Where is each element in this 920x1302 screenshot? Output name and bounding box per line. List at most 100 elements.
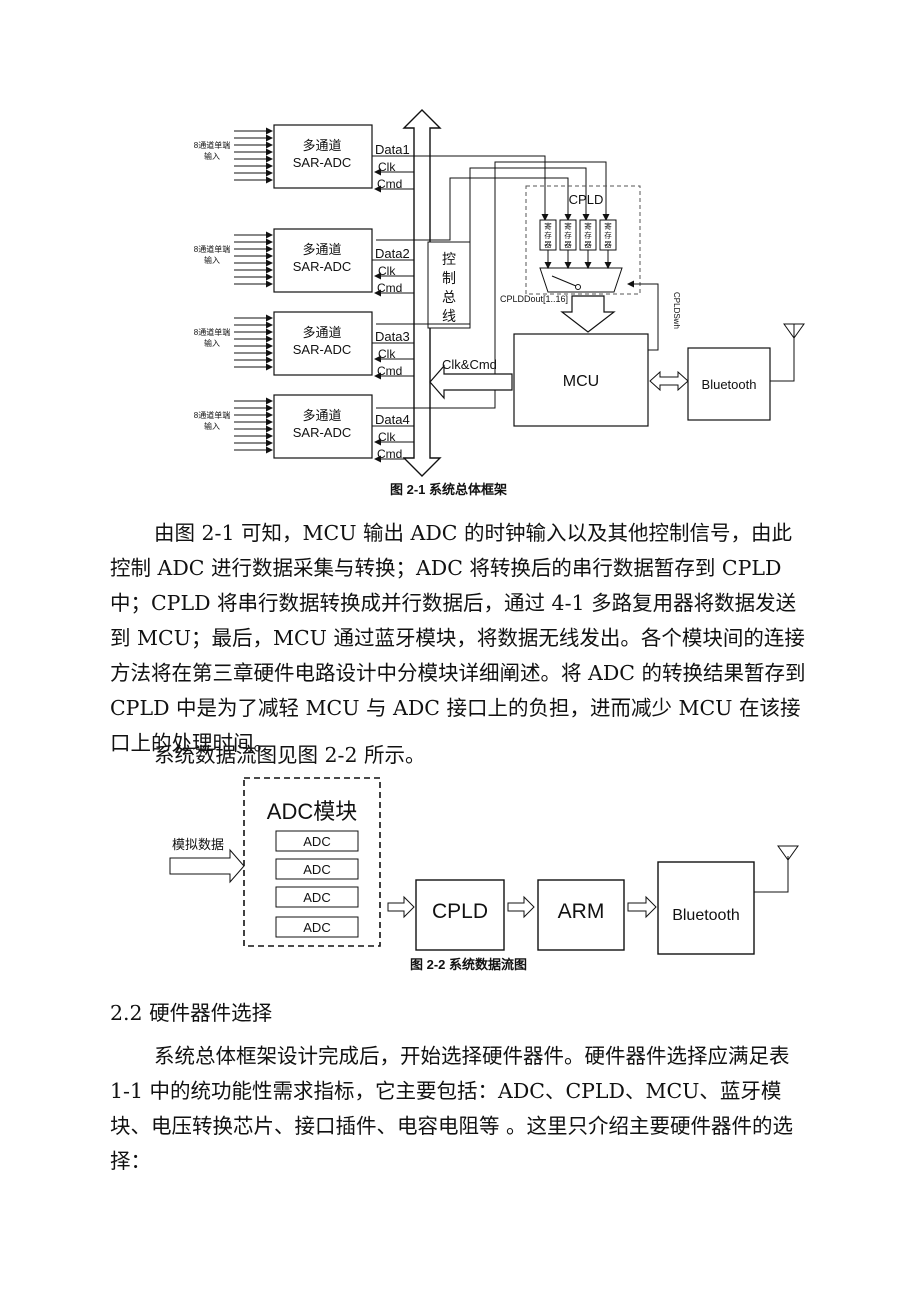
flow-arrow-2 [507,895,535,919]
input-label: 输入 [204,421,220,431]
figure1-caption: 图 2-1 系统总体框架 [390,482,507,497]
cmd-label: Cmd [377,447,402,461]
register-char: 寄 [564,221,572,231]
cpld-block [415,879,505,951]
mcu-box [513,333,649,427]
cmd-label: Cmd [377,177,402,191]
section-heading: 2.2 硬件器件选择 [110,1001,273,1025]
data-label: Data1 [375,142,410,157]
flow-arrow-1 [387,895,415,919]
input-label: 输入 [204,151,220,161]
bluetooth-block-label: Bluetooth [672,907,740,924]
multiplexer [539,267,623,293]
bus-label-1: 控 [442,251,456,267]
adc-title: 多通道 [302,242,341,257]
register-2: 寄存器 [559,219,577,251]
data-label: Data4 [375,412,410,427]
adc-item-box [275,858,359,880]
adc-item-list: ADC ADC ADC ADC [275,830,359,938]
register-3: 寄存器 [579,219,597,251]
register-1: 寄存器 [539,219,557,251]
adc-box [273,228,373,293]
register-char: 器 [564,240,572,249]
input-label: 8通道单端 [194,327,230,337]
clk-label: Clk [378,347,396,361]
antenna-icon [770,323,805,382]
clk-label: Clk [378,160,396,174]
arm-block [537,879,625,951]
cmd-label: Cmd [377,364,402,378]
clk-cmd-label: Clk&Cmd [442,357,497,372]
cpld-dout-label: CPLDDout[1..16] [500,294,568,304]
adc-subtitle: SAR-ADC [293,342,352,357]
figure2-caption: 图 2-2 系统数据流图 [410,957,527,972]
bus-label-4: 线 [442,308,456,324]
arm-block-label: ARM [558,900,605,923]
cpld-to-mcu-arrow [560,295,616,333]
adc-box [273,394,373,459]
cmd-label: Cmd [377,281,402,295]
cpld-box [525,185,641,295]
cpld-block-label: CPLD [432,900,488,923]
bluetooth-box [687,347,771,421]
cpld-switch-label: CPLDSwh [672,292,681,329]
adc-item-box [275,830,359,852]
cpld-label: CPLD [569,192,604,207]
input-label: 8通道单端 [194,410,230,420]
input-label: 8通道单端 [194,244,230,254]
mcu-label: MCU [563,373,599,390]
paragraph-2: 系统数据流图见图 2-2 所示。 [154,743,426,767]
input-arrow [169,848,245,884]
cpld-switch-line [627,280,659,351]
adc-title: 多通道 [302,138,341,153]
adc-item-label: ADC [303,920,330,935]
bus-label-2: 制 [442,270,456,286]
paragraph-1: 由图 2-1 可知，MCU 输出 ADC 的时钟输入以及其他控制信号，由此控制 … [110,521,806,755]
adc-item-box [275,916,359,938]
register-4: 寄存器 [599,219,617,251]
clk-label: Clk [378,430,396,444]
register-char: 存 [584,230,592,240]
adc-item-box [275,886,359,908]
input-label: 8通道单端 [194,140,230,150]
register-char: 存 [564,230,572,240]
register-char: 寄 [544,221,552,231]
data-label: Data2 [375,246,410,261]
adc-subtitle: SAR-ADC [293,259,352,274]
adc-module-title: ADC模块 [267,799,357,824]
flow-arrow-3 [627,895,657,919]
input-label: 输入 [204,338,220,348]
data-flow-diagram: ADC模块 ADC ADC ADC ADC 模拟数据 CPLD ARM Bluetoo… [169,777,799,972]
input-label: 模拟数据 [172,837,224,852]
adc-title: 多通道 [302,408,341,423]
paragraph-3: 系统总体框架设计完成后，开始选择硬件器件。硬件器件选择应满足表 1-1 中的统功… [110,1044,794,1173]
bluetooth-block [657,861,755,955]
adc-box [273,124,373,189]
register-char: 器 [584,240,592,249]
data-label: Data3 [375,329,410,344]
register-char: 存 [544,230,552,240]
register-char: 寄 [584,221,592,231]
adc-item-label: ADC [303,834,330,849]
mcu-bluetooth-arrow [649,370,689,392]
clk-cmd-arrow [429,364,513,400]
bluetooth-label: Bluetooth [702,377,757,392]
control-bus-arrow [402,109,442,477]
input-label: 输入 [204,255,220,265]
adc-item-label: ADC [303,890,330,905]
antenna-icon [754,845,799,893]
register-char: 器 [544,240,552,249]
adc-module-box [243,777,381,947]
register-char: 寄 [604,221,612,231]
adc-item-label: ADC [303,862,330,877]
bus-label-3: 总 [442,289,456,305]
clk-label: Clk [378,264,396,278]
adc-subtitle: SAR-ADC [293,155,352,170]
adc-subtitle: SAR-ADC [293,425,352,440]
